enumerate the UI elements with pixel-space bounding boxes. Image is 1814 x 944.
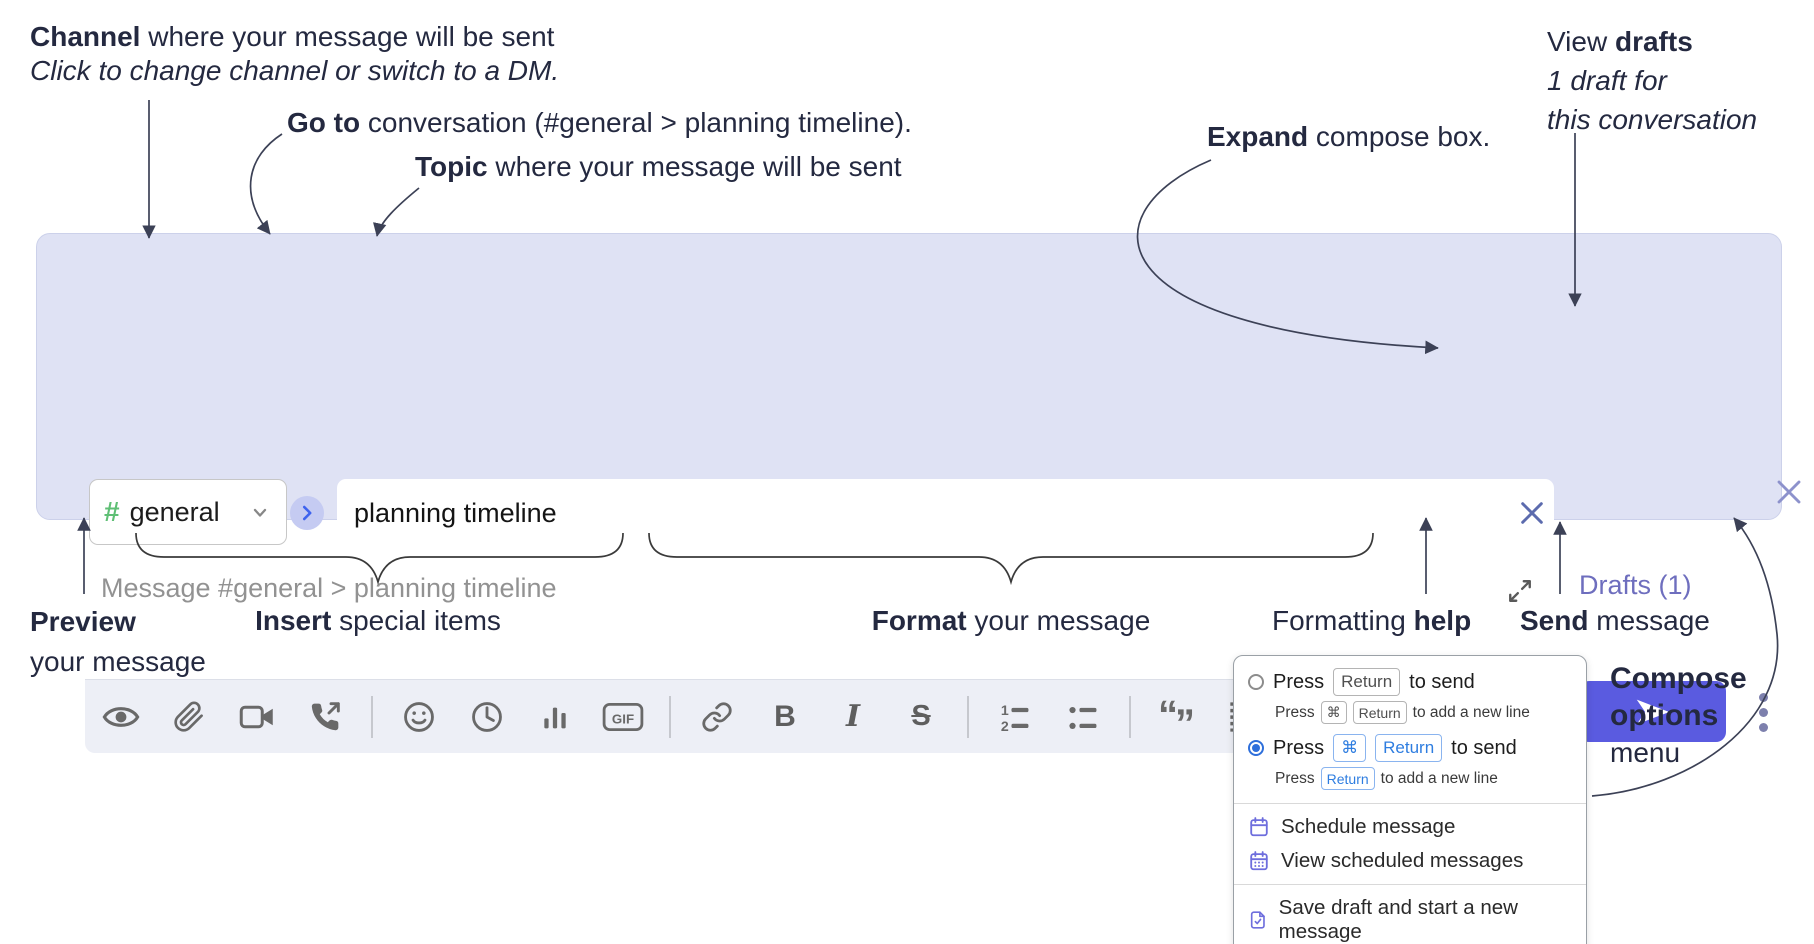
go-to-conversation-button[interactable]: [290, 496, 324, 530]
menu-option-cmd-return-to-send-hint: Press Return to add a new line: [1248, 765, 1572, 797]
emoji-icon[interactable]: [397, 695, 441, 739]
menu-item-view-scheduled-messages[interactable]: View scheduled messages: [1248, 844, 1572, 878]
svg-text:1: 1: [1001, 702, 1009, 718]
toolbar-divider: [371, 695, 373, 738]
compose-options-kebab-icon[interactable]: [1743, 686, 1783, 738]
topic-input-box: [337, 479, 1554, 547]
formatting-help-annotation: Formatting help: [1272, 605, 1472, 636]
calendar-icon: [1250, 817, 1268, 837]
drafts-link[interactable]: Drafts (1): [1579, 570, 1692, 600]
voice-call-icon[interactable]: [303, 695, 347, 739]
toolbar-divider: [669, 695, 671, 738]
channel-annotation: Channel where your message will be sent …: [30, 21, 560, 86]
video-call-icon[interactable]: [235, 695, 279, 739]
radio-selected-icon[interactable]: [1248, 740, 1264, 756]
poll-bar-chart-icon[interactable]: [533, 695, 577, 739]
time-clock-icon[interactable]: [465, 695, 509, 739]
return-keycap: Return: [1352, 701, 1407, 724]
insert-annotation: Insert special items: [255, 605, 501, 636]
bold-icon[interactable]: B: [774, 699, 796, 733]
preview-eye-icon[interactable]: [99, 695, 143, 739]
quote-icon[interactable]: “”: [1155, 695, 1199, 739]
menu-divider: [1234, 884, 1586, 885]
svg-text:”: ”: [1175, 702, 1195, 734]
bulleted-list-icon[interactable]: [1061, 695, 1105, 739]
menu-option-cmd-return-to-send[interactable]: Press ⌘ Return to send: [1248, 731, 1572, 765]
return-keycap: Return: [1375, 734, 1443, 762]
toolbar-divider: [967, 695, 969, 738]
topic-annotation: Topic where your message will be sent: [415, 151, 902, 182]
clear-topic-icon[interactable]: [1510, 491, 1554, 535]
italic-icon[interactable]: I: [845, 699, 861, 734]
channel-annotation-bold: Channel: [30, 21, 141, 52]
goto-annotation: Go to conversation (#general > planning …: [287, 107, 912, 138]
calendar-dots-icon: [1250, 851, 1268, 871]
menu-item-save-draft[interactable]: Save draft and start a new message: [1248, 891, 1572, 944]
compose-options-menu: Press Return to send Press ⌘ Return to a…: [1233, 655, 1587, 944]
expand-annotation: Expand compose box.: [1207, 121, 1491, 152]
menu-option-return-to-send-hint: Press ⌘ Return to add a new line: [1248, 699, 1572, 731]
topic-connector-line: [373, 187, 420, 237]
drafts-annotation: View drafts 1 draft for this conversatio…: [1547, 26, 1758, 135]
close-compose-icon[interactable]: [1773, 476, 1805, 508]
expand-compose-icon[interactable]: [1504, 575, 1536, 607]
cmd-keycap: ⌘: [1320, 701, 1347, 724]
hash-icon: #: [104, 496, 120, 527]
chevron-down-icon: [248, 500, 272, 524]
preview-annotation: Preview your message: [30, 606, 206, 677]
channel-name: general: [129, 496, 220, 527]
menu-divider: [1234, 803, 1586, 804]
channel-selector[interactable]: # general: [89, 479, 287, 545]
chevron-right-icon: [302, 505, 312, 521]
toolbar-divider: [1129, 695, 1131, 738]
strikethrough-icon[interactable]: S: [911, 700, 931, 732]
compose-panel: # general: [36, 233, 1801, 753]
return-keycap: Return: [1320, 767, 1375, 790]
cmd-keycap: ⌘: [1333, 734, 1367, 762]
topic-input[interactable]: [337, 497, 1510, 529]
svg-text:“: “: [1158, 700, 1178, 734]
save-draft-icon: [1250, 911, 1265, 929]
format-annotation: Format your message: [871, 605, 1151, 636]
svg-text:GIF: GIF: [612, 711, 634, 726]
gif-icon[interactable]: GIF: [601, 695, 645, 739]
menu-item-schedule-message[interactable]: Schedule message: [1248, 810, 1572, 844]
goto-connector-line: [249, 133, 283, 235]
menu-option-return-to-send[interactable]: Press Return to send: [1248, 665, 1572, 699]
radio-unselected-icon[interactable]: [1248, 674, 1264, 690]
link-icon[interactable]: [695, 695, 739, 739]
svg-text:2: 2: [1001, 719, 1009, 734]
attach-file-icon[interactable]: [167, 695, 211, 739]
return-keycap: Return: [1333, 668, 1401, 696]
send-message-annotation: Send message: [1520, 605, 1710, 636]
compose-options-annotation: Compose options menu: [1610, 662, 1747, 768]
